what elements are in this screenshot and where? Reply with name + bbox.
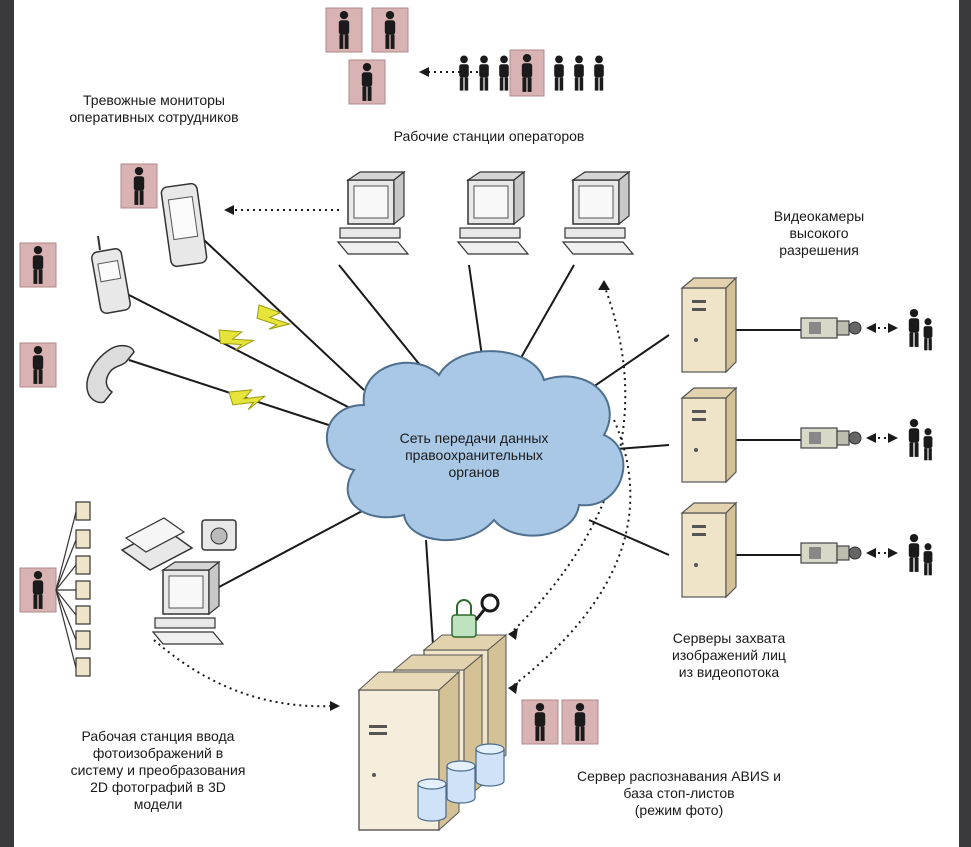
database-icon [417,778,447,822]
cell-phone-icon [91,235,131,314]
diagram-canvas: Тревожные мониторы оперативных сотрудник… [14,0,959,847]
person-icon [372,8,408,52]
person-icon [20,343,56,387]
label-line: (режим фото) [634,802,724,818]
label-line: Сервер распознавания АВИS и [576,768,782,784]
computer-icon [337,171,409,255]
label-photo-input: Рабочая станция ввода фотоизображений в … [28,728,288,813]
label-line: 2D фотографий в 3D [90,779,226,795]
person-icon [326,8,362,52]
person-icon [121,164,157,208]
label-operator-workstations: Рабочие станции операторов [344,128,634,145]
label-network: Сеть передачи данных правоохранительных … [354,430,594,481]
label-line: Видеокамеры [773,208,865,224]
label-line: оперативных сотрудников [69,109,239,125]
label-line: органов [448,464,500,480]
photo-stack-icon [55,501,91,677]
database-icon [475,743,505,787]
computer-icon [152,561,224,645]
video-camera-icon [800,427,862,449]
computer-icon [457,171,529,255]
label-line: изображений лиц [672,647,786,663]
person-icon [522,700,558,744]
label-line: модели [133,796,183,812]
person-icon [459,49,604,97]
label-line: из видеопотока [678,664,780,680]
label-line: Серверы захвата [672,630,786,646]
lightning-icon [250,299,293,338]
server-icon [681,387,737,483]
label-alarm-monitors: Тревожные мониторы оперативных сотрудник… [34,92,274,126]
label-line: база стоп-листов [623,785,735,801]
cloud-icon [326,350,625,541]
label-line: правоохранительных [405,447,543,463]
pda-icon [160,182,208,268]
lightning-icon [226,385,266,413]
person-icon [20,568,56,612]
label-line: высокого [789,225,849,241]
lock-icon [451,593,500,638]
person-icon [908,308,933,576]
label-hd-cameras: Видеокамеры высокого разрешения [749,208,889,259]
person-icon [349,60,385,104]
label-line: Сеть передачи данных [399,430,549,446]
scanner-icon [120,517,194,571]
video-camera-icon [800,317,862,339]
label-line: систему и преобразования [70,762,246,778]
label-line: фотоизображений в [92,745,224,761]
label-abis-server: Сервер распознавания АВИS и база стоп-ли… [544,768,814,819]
label-line: Рабочие станции операторов [393,128,585,144]
database-icon [446,760,476,804]
person-icon [562,700,598,744]
digital-camera-icon [201,519,237,551]
phone-handset-icon [86,344,135,404]
arrowheads [224,67,898,711]
video-camera-icon [800,542,862,564]
person-icon [20,243,56,287]
computer-icon [562,171,634,255]
lightning-icon [213,323,256,356]
label-line: Тревожные мониторы [83,92,225,108]
dotted-flows [153,71,892,708]
server-icon [681,277,737,373]
label-capture-servers: Серверы захвата изображений лиц из видео… [649,630,809,681]
label-line: Рабочая станция ввода [81,728,235,744]
network-diagram [14,0,933,832]
server-icon [681,502,737,598]
label-line: разрешения [779,242,859,258]
